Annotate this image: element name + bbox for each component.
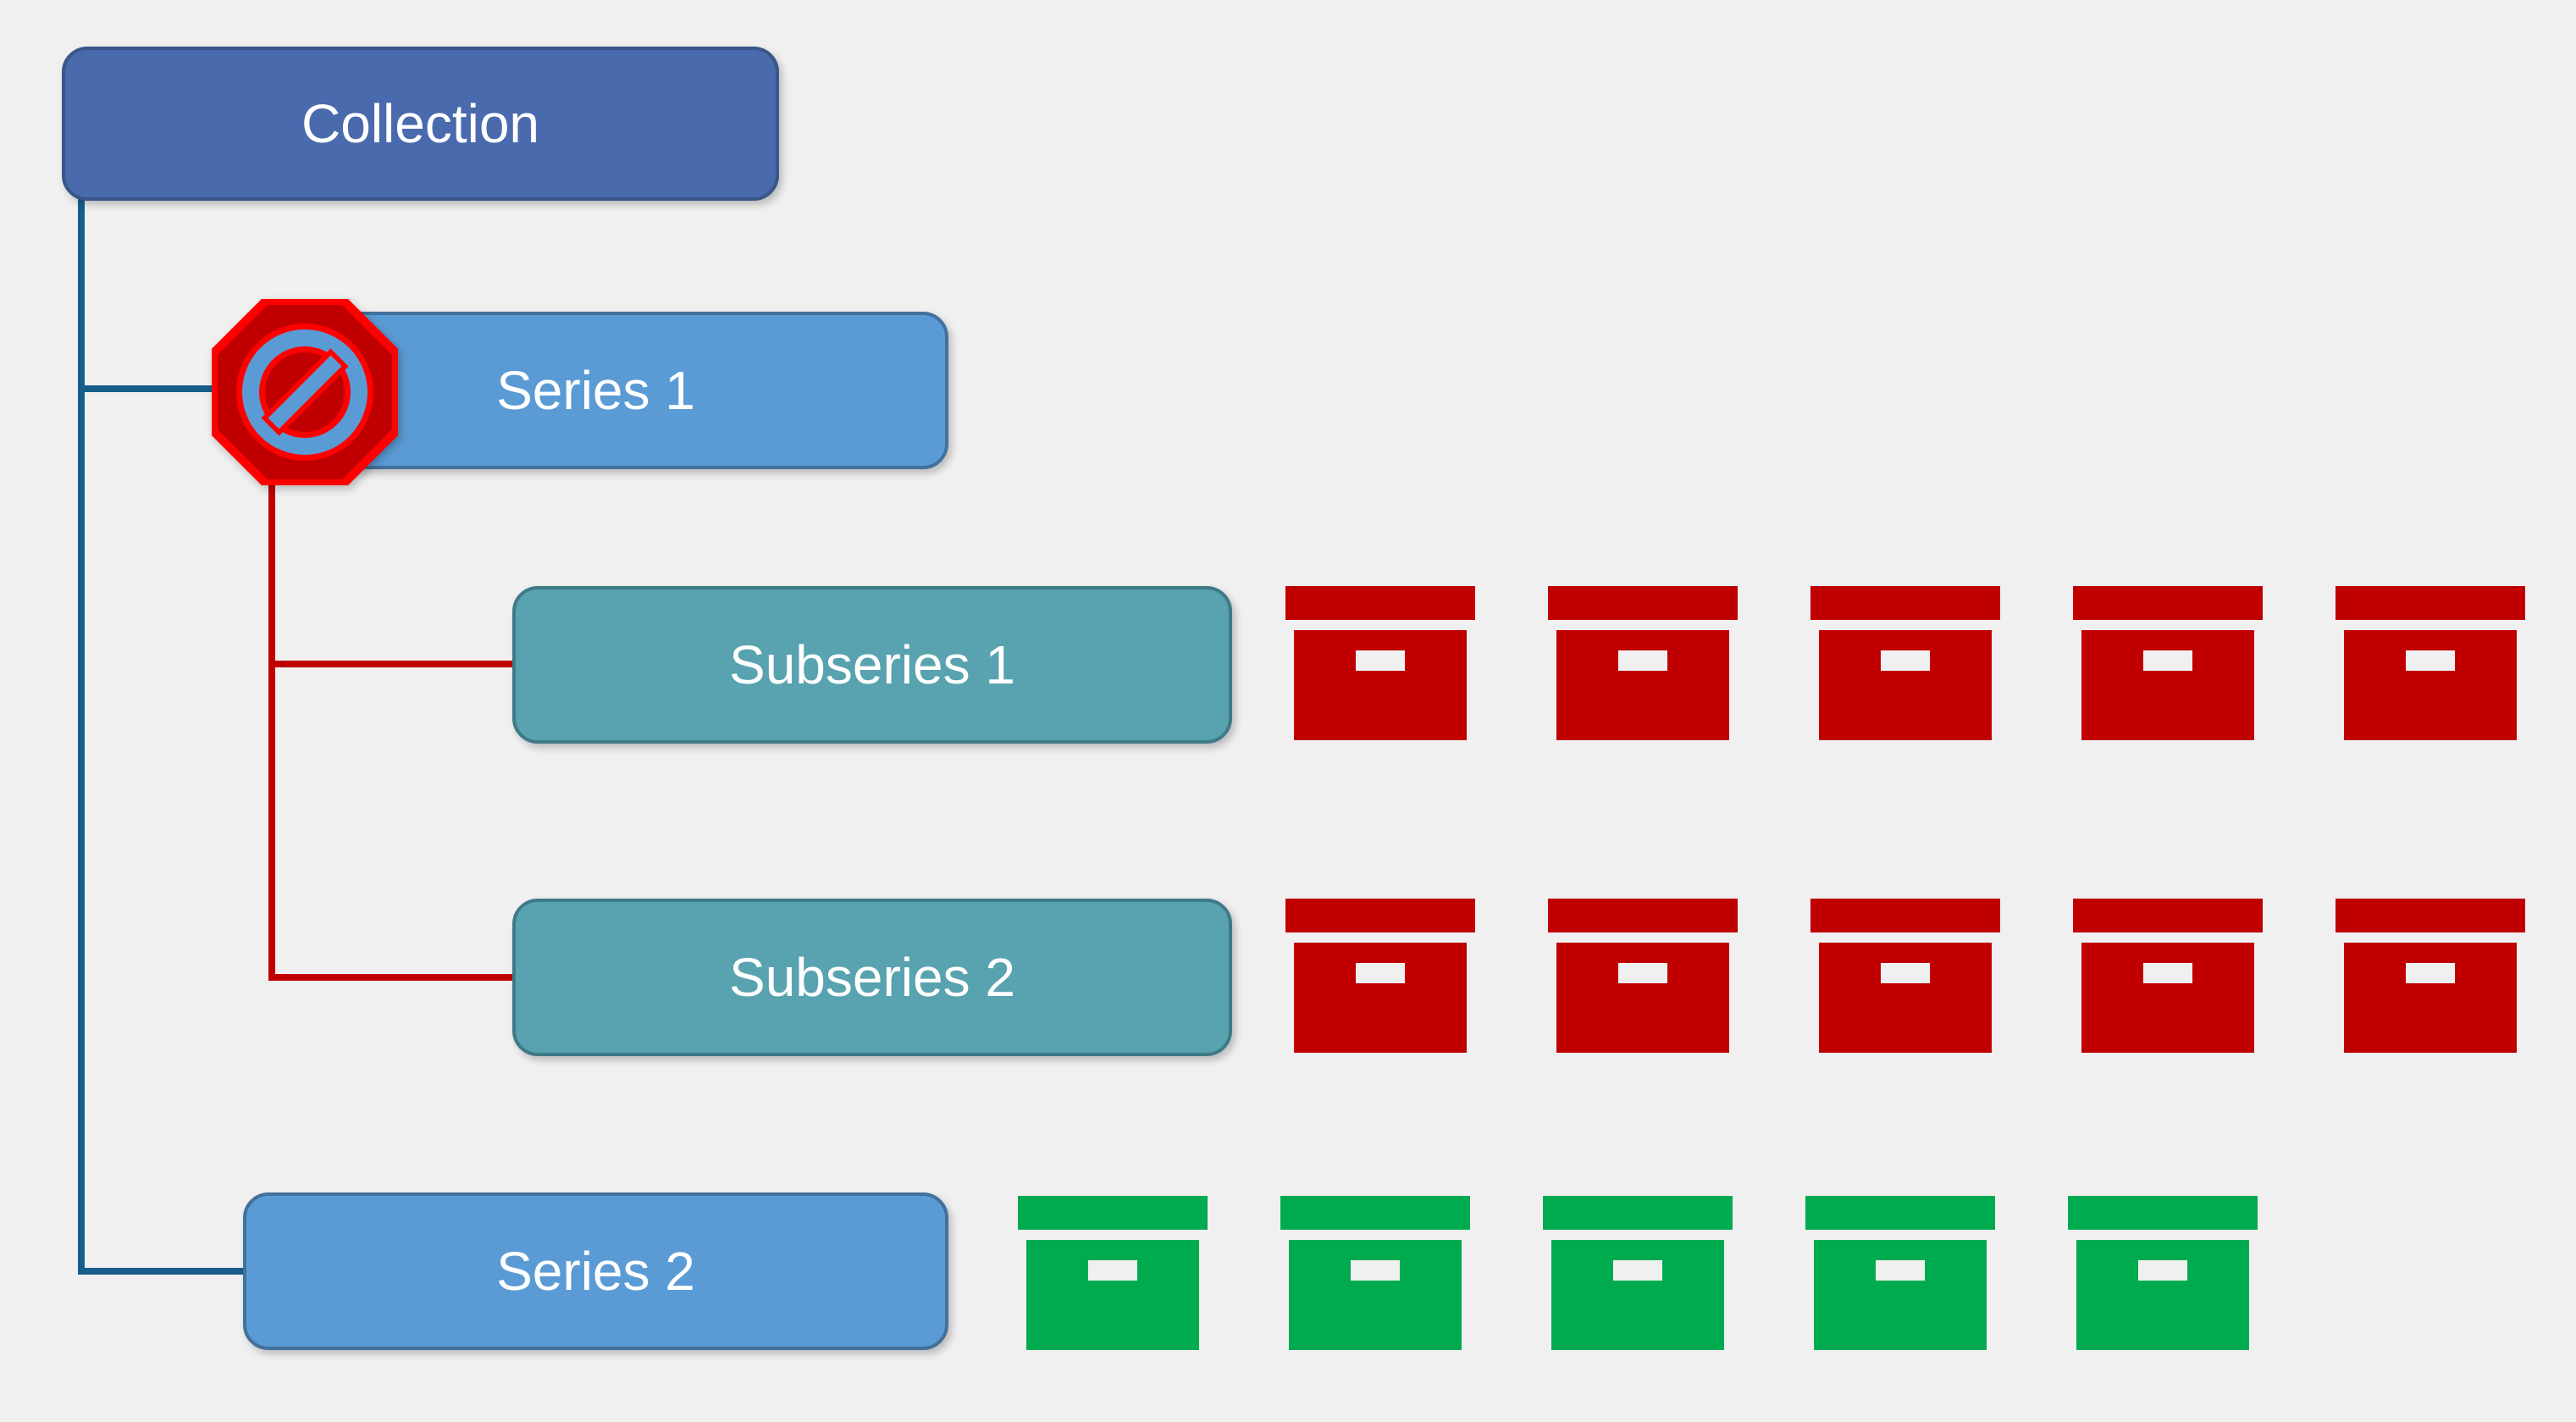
- collection-label: Collection: [301, 93, 540, 154]
- subseries1-node: Subseries 1: [512, 586, 1232, 744]
- no-access-icon: [212, 299, 398, 485]
- archive-box-icon: [1543, 1196, 1733, 1350]
- archive-box-icon: [1018, 1196, 1208, 1350]
- subseries1-archive-box-row: [1285, 586, 2525, 740]
- archive-box-icon: [1810, 899, 2000, 1053]
- archive-box-icon: [1548, 899, 1738, 1053]
- archive-box-icon: [1285, 899, 1475, 1053]
- archive-box-icon: [2073, 899, 2263, 1053]
- archive-box-icon: [2336, 899, 2525, 1053]
- series2-label: Series 2: [496, 1241, 695, 1302]
- archive-box-icon: [1548, 586, 1738, 740]
- series1-to-subseries2-connector: [268, 479, 512, 981]
- subseries1-label: Subseries 1: [729, 634, 1015, 695]
- archive-box-icon: [2073, 586, 2263, 740]
- archive-box-icon: [1280, 1196, 1470, 1350]
- collection-to-series2-connector: [78, 195, 243, 1275]
- archive-box-icon: [1285, 586, 1475, 740]
- subseries2-archive-box-row: [1285, 899, 2525, 1053]
- archive-box-icon: [1805, 1196, 1995, 1350]
- series1-label: Series 1: [496, 360, 695, 421]
- subseries2-node: Subseries 2: [512, 899, 1232, 1056]
- archive-box-icon: [2068, 1196, 2258, 1350]
- archive-box-icon: [2336, 586, 2525, 740]
- archive-box-icon: [1810, 586, 2000, 740]
- series2-archive-box-row: [1018, 1196, 2258, 1350]
- collection-node: Collection: [62, 47, 779, 201]
- series2-node: Series 2: [243, 1192, 948, 1350]
- subseries2-label: Subseries 2: [729, 947, 1015, 1008]
